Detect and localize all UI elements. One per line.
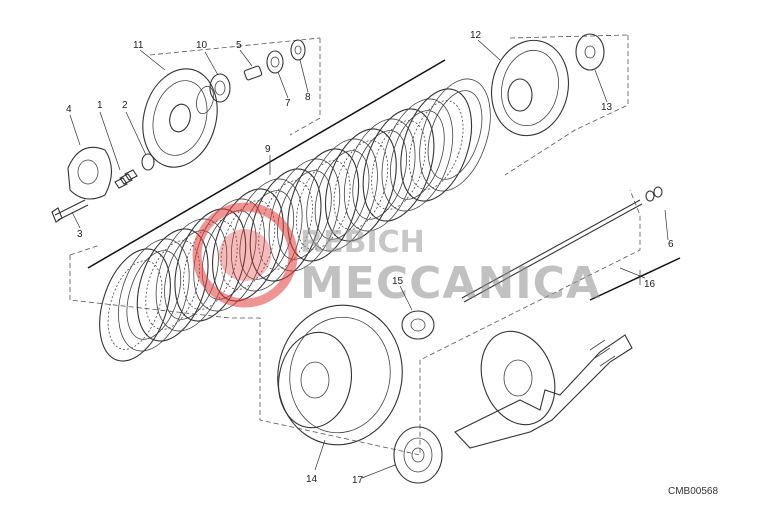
- clutch-plate-inner: [352, 130, 407, 220]
- callout-17: 17: [352, 475, 364, 486]
- bushing: [401, 310, 435, 340]
- clutch-plate: [155, 218, 228, 332]
- clutch-plate-stack: [99, 78, 491, 362]
- callout-5: 5: [236, 40, 242, 51]
- callout-7: 7: [285, 98, 291, 109]
- callout-3: 3: [77, 229, 83, 240]
- primary-gear: [393, 426, 443, 484]
- callouts: 1 2 3 4 5 6 7 8 9 10 11 12 13 14 15 16 1…: [66, 30, 674, 486]
- clutch-plate-inner: [126, 250, 182, 340]
- clutch-plate: [231, 178, 303, 292]
- watermark-logo-inner: [219, 229, 271, 281]
- clutch-plate-inner: [145, 240, 200, 330]
- callout-6: 6: [668, 239, 674, 250]
- clutch-plate: [381, 98, 454, 212]
- clutch-plate-inner: [107, 260, 163, 350]
- clutch-plate-inner: [408, 100, 464, 190]
- watermark-line2: MECCANICA: [300, 258, 601, 309]
- callout-13: 13: [601, 102, 613, 113]
- clutch-plate: [306, 138, 378, 252]
- clutch-plate: [325, 128, 397, 242]
- cover-spring-bolt: [51, 146, 155, 223]
- callout-4: 4: [66, 104, 72, 115]
- clutch-plate: [362, 108, 435, 222]
- callout-14: 14: [306, 474, 318, 485]
- pressure-plate: [142, 68, 218, 168]
- clutch-plate-inner: [371, 120, 426, 210]
- clutch-plate-inner: [427, 90, 483, 180]
- callout-16: 16: [644, 279, 656, 290]
- clutch-plate-inner: [390, 110, 445, 200]
- callout-2: 2: [122, 100, 128, 111]
- clutch-plate-inner: [314, 150, 370, 240]
- push-rod: [461, 186, 663, 303]
- clutch-plate: [287, 148, 360, 262]
- watermark: REBICH MECCANICA: [192, 202, 601, 309]
- bearing-parts: [209, 39, 306, 103]
- clutch-plate: [249, 168, 322, 282]
- bracket-lines: [87, 59, 681, 301]
- clutch-plate-inner: [220, 200, 276, 290]
- callout-9: 9: [265, 144, 271, 155]
- outer-hub: [490, 33, 605, 137]
- crankshaft: [454, 330, 633, 449]
- callout-8: 8: [305, 92, 311, 103]
- clutch-plate-inner: [333, 140, 389, 230]
- clutch-plate: [118, 238, 190, 352]
- callout-15: 15: [392, 276, 404, 287]
- clutch-plate: [419, 78, 491, 192]
- callout-10: 10: [196, 40, 208, 51]
- clutch-plate: [136, 228, 209, 342]
- clutch-plate: [99, 248, 171, 362]
- watermark-line1: REBICH: [300, 225, 425, 260]
- clutch-plate-inner: [183, 220, 238, 310]
- clutch-plate: [400, 88, 473, 202]
- assembly-outlines: [69, 34, 641, 456]
- clutch-plate-inner: [258, 180, 313, 270]
- clutch-plate: [343, 118, 416, 232]
- callout-12: 12: [470, 30, 482, 41]
- watermark-logo-icon: [192, 202, 298, 308]
- callout-11: 11: [133, 40, 144, 51]
- reference-code: CMB00568: [668, 486, 718, 497]
- callout-1: 1: [97, 100, 103, 111]
- clutch-basket: [277, 304, 403, 446]
- clutch-plate-inner: [295, 160, 351, 250]
